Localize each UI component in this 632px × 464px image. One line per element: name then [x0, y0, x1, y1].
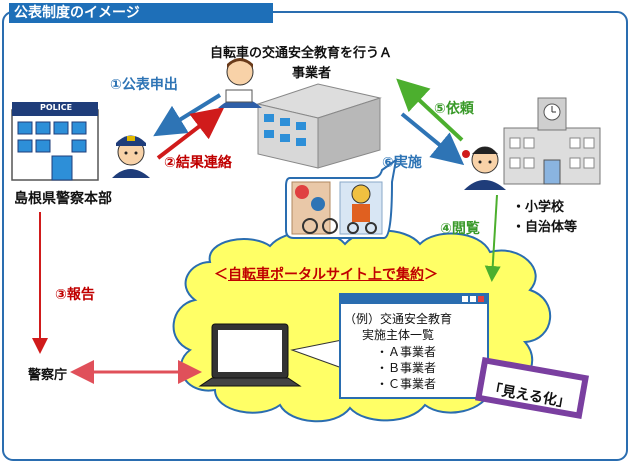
police-building-icon [11, 102, 99, 181]
window-line-2: 実施主体一覧 [362, 328, 435, 342]
page-title: 公表制度のイメージ [14, 5, 140, 21]
agency-label: 警察庁 [28, 368, 68, 383]
portal-label-open: ＜ [214, 267, 228, 283]
title-bar [9, 3, 273, 23]
arrow-step4 [484, 194, 501, 282]
step-4-label: ④閲覧 [440, 221, 480, 237]
teacher-icon [462, 146, 506, 190]
step-5-label: ⑤依頼 [434, 101, 474, 117]
window-line-4: ・Ｂ事業者 [376, 361, 437, 375]
laptop-icon [198, 323, 302, 387]
example-window [339, 293, 489, 399]
portal-label: ＜自転車ポータルサイト上で集約＞ [214, 264, 438, 284]
arrow-step5 [396, 78, 464, 142]
police-hq-label: 島根県警察本部 [14, 191, 112, 207]
portal-label-close: ＞ [424, 267, 438, 283]
cyclist-icon [285, 157, 398, 239]
portal-label-text: 自転車ポータルサイト上で集約 [228, 267, 424, 283]
businessman-icon [218, 58, 262, 108]
step-6-label: ⑥実施 [382, 155, 422, 171]
window-line-1: （例）交通安全教育 [344, 312, 453, 326]
school-item-municipality: ・自治体等 [512, 220, 578, 235]
school-item-elementary: ・小学校 [512, 200, 565, 215]
school-building-icon [503, 97, 601, 185]
step-1-label: ①公表申出 [110, 77, 178, 93]
window-line-5: ・Ｃ事業者 [376, 377, 437, 391]
police-sign-text: POLICE [40, 103, 73, 112]
arrow-step2 [156, 107, 225, 160]
arrow-step6 [400, 112, 465, 166]
office-building-icon [256, 83, 382, 169]
company-label-line2: 事業者 [292, 66, 332, 81]
company-label-line1: 自転車の交通安全教育を行うＡ [210, 46, 393, 61]
police-officer-icon [112, 135, 150, 178]
window-line-3: ・Ａ事業者 [376, 345, 437, 359]
step-2-label: ②結果連絡 [164, 155, 232, 171]
visualize-badge [475, 356, 589, 420]
step-3-label: ③報告 [55, 287, 95, 303]
